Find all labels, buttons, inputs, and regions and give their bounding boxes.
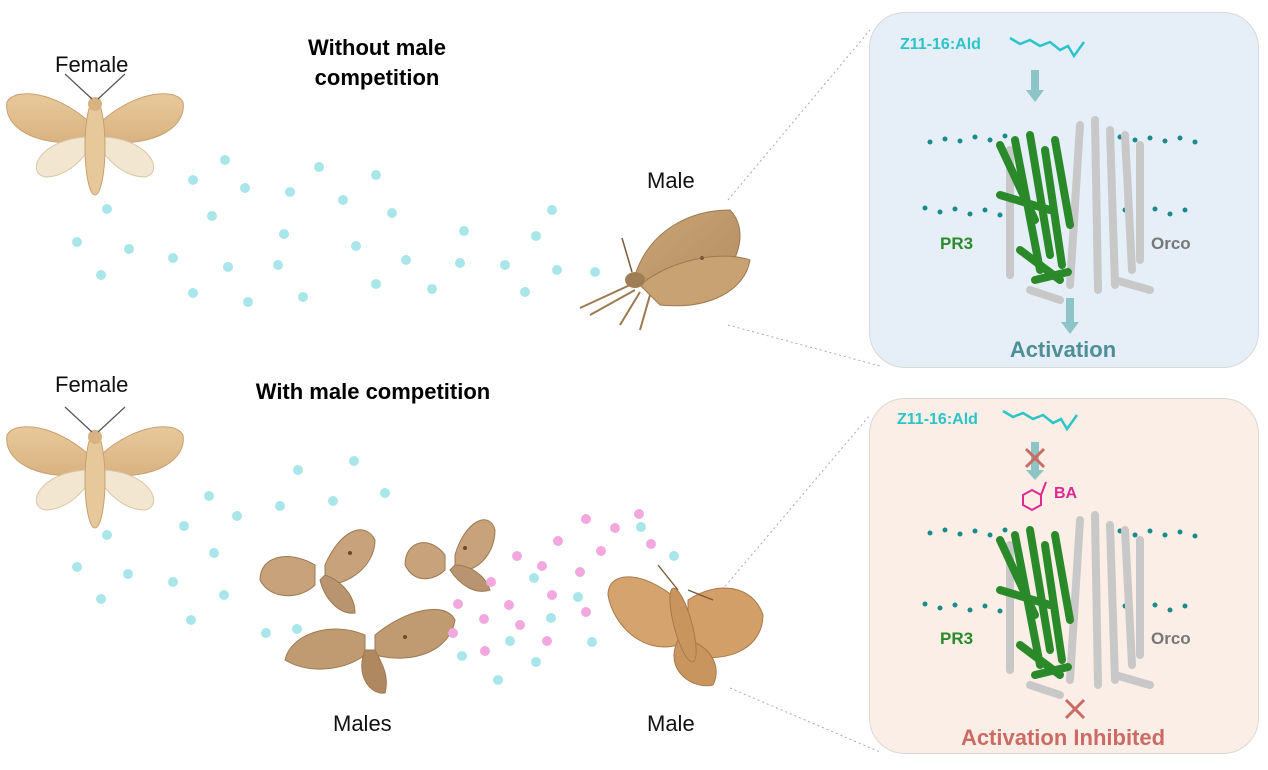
pheromone-plume-top [72, 155, 600, 307]
competing-males [259, 519, 496, 694]
female-label-top: Female [55, 52, 129, 77]
male-label-bottom: Male [647, 711, 695, 736]
orco-label-top: Orco [1151, 234, 1191, 253]
inhibited-cross-icon [1064, 698, 1086, 720]
ba-molecule-icon [1022, 481, 1047, 512]
competing-male-3 [284, 608, 456, 694]
female-moth-top [6, 73, 184, 196]
inhibitor-particles [448, 509, 656, 656]
competing-male-1 [259, 529, 376, 614]
activation-label: Activation [1009, 337, 1117, 362]
block-cross-icon [1024, 447, 1046, 469]
connector-lines [721, 29, 881, 753]
male-moth-bottom [607, 564, 764, 687]
ligand-label-top: Z11-16:Ald [900, 36, 981, 53]
pr3-label-top: PR3 [940, 234, 974, 253]
receptor-structure-bottom [922, 409, 1198, 720]
competing-male-2 [404, 519, 496, 592]
female-label-bottom: Female [55, 372, 129, 397]
males-label: Males [333, 711, 392, 736]
male-label-top: Male [647, 168, 695, 193]
male-moth-top [579, 209, 751, 331]
receptor-structure-top [922, 36, 1198, 334]
heading-bottom: With male competition [255, 379, 491, 404]
ligand-label-bottom: Z11-16:Ald [897, 411, 978, 428]
orco-label-bottom: Orco [1151, 629, 1191, 648]
ligand-molecule-top [1009, 36, 1086, 59]
ligand-molecule-bottom [1002, 409, 1079, 432]
female-moth-bottom [6, 406, 184, 529]
heading-top: Without male competition [308, 35, 446, 90]
activation-inhibited-label: Activation Inhibited [960, 725, 1166, 750]
pr3-label-bottom: PR3 [940, 629, 974, 648]
pheromone-plume-bottom [72, 456, 679, 685]
ba-label: BA [1054, 485, 1078, 502]
